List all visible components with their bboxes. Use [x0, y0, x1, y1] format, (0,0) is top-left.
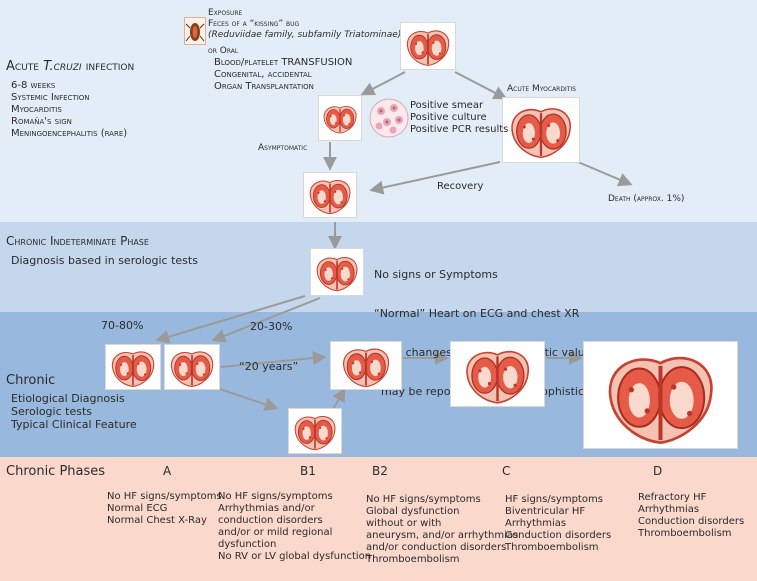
- phase-c-name: C: [502, 464, 511, 478]
- exposure-family: (Reduviidae family, subfamily Triatomina…: [208, 30, 402, 40]
- acute-items: 6-8 weeks Systemic Infection Myocarditis…: [11, 80, 127, 140]
- phase-line: Refractory HF: [638, 492, 707, 503]
- exposure-feces: Feces of a “kissing” bug: [208, 19, 300, 29]
- blood-smear-icon: [369, 98, 409, 138]
- phase-d-name: D: [653, 464, 663, 478]
- acute-title-prefix: Acute: [6, 59, 39, 74]
- exposure-transplant: Organ Transplantation: [214, 81, 314, 92]
- phase-b2-lines: No HF signs/symptoms Global dysfunction …: [366, 494, 518, 566]
- phase-line: HF signs/symptoms: [505, 494, 603, 505]
- twenty-years-label: “20 years”: [239, 360, 299, 373]
- pct-20-30-label: 20-30%: [250, 320, 293, 333]
- phase-line: dysfunction: [218, 539, 277, 550]
- indeterminate-note: “Normal” Heart on ECG and chest XR: [374, 307, 580, 320]
- recovery-label: Recovery: [437, 181, 484, 192]
- acute-title: Acute T.cruzi infection: [6, 59, 134, 74]
- transfusion-prefix: Blood/platelet: [214, 57, 279, 68]
- chronic-title: Chronic: [6, 373, 56, 388]
- indeterminate-band: [0, 222, 757, 312]
- acute-item: 6-8 weeks: [11, 80, 56, 91]
- chronic-item: Etiological Diagnosis: [11, 392, 125, 405]
- heart-phase-c-d-image: [583, 341, 738, 449]
- kissing-bug-icon: [184, 17, 206, 45]
- test-result-item: Positive PCR results: [410, 124, 509, 135]
- phase-line: and/or or mild regional: [218, 527, 333, 538]
- test-result-item: Positive culture: [410, 112, 487, 123]
- phase-line: Conduction disorders: [505, 530, 612, 541]
- heart-indeterminate-image: [310, 248, 364, 296]
- acute-item: Myocarditis: [11, 104, 62, 115]
- heart-phase-a-image: [105, 344, 161, 390]
- phase-line: Arrhythmias and/or: [218, 503, 315, 514]
- phase-line: Thromboembolism: [505, 542, 599, 553]
- chronic-item: Typical Clinical Feature: [11, 418, 137, 431]
- phase-line: Normal Chest X-Ray: [107, 515, 207, 526]
- acute-item: Romaña's sign: [11, 116, 72, 127]
- phases-band: [0, 457, 757, 581]
- exposure-congenital: Congenital, accidental: [214, 69, 312, 80]
- phase-line: conduction disorders: [218, 515, 323, 526]
- pct-70-80-label: 70-80%: [101, 319, 144, 332]
- exposure-label: Exposure: [208, 8, 243, 18]
- asymptomatic-label: Asymptomatic: [258, 143, 308, 153]
- phase-a-name: A: [163, 464, 172, 478]
- transfusion-word: TRANSFUSION: [281, 57, 353, 68]
- phase-b1-lines: No HF signs/symptoms Arrhythmias and/or …: [218, 491, 371, 563]
- phase-line: Conduction disorders: [638, 516, 745, 527]
- exposure-transfusion: Blood/platelet TRANSFUSION: [214, 57, 352, 69]
- test-results: Positive smear Positive culture Positive…: [410, 100, 508, 136]
- heart-phase-b1-image: [330, 341, 402, 390]
- heart-myocarditis-image: [502, 97, 580, 163]
- heart-exposure-image: [400, 22, 456, 70]
- heart-lower-image: [288, 408, 342, 454]
- phase-line: Thromboembolism: [638, 528, 732, 539]
- chronic-phases-title: Chronic Phases: [6, 464, 106, 479]
- phase-line: Normal ECG: [107, 503, 168, 514]
- phase-line: aneurysm, and/or arrhythmias: [366, 530, 519, 541]
- heart-phase-a2-image: [164, 344, 220, 390]
- indeterminate-title: Chronic Indeterminate Phase: [6, 234, 149, 248]
- test-result-item: Positive smear: [410, 100, 484, 111]
- phase-b2-name: B2: [372, 464, 388, 478]
- phase-line: Arrhythmias: [638, 504, 700, 515]
- phase-line: No HF signs/symptoms: [218, 491, 333, 502]
- phase-line: Global dysfunction: [366, 506, 460, 517]
- chronic-items: Etiological Diagnosis Serologic tests Ty…: [11, 392, 137, 431]
- phase-b1-name: B1: [300, 464, 316, 478]
- heart-phase-b2-image: [450, 341, 545, 407]
- exposure-oral: or Oral: [208, 46, 239, 56]
- phase-line: No RV or LV global dysfunction: [218, 551, 372, 562]
- phase-line: Thromboembolism: [366, 554, 460, 565]
- acute-item: Systemic Infection: [11, 92, 90, 103]
- death-label: Death (approx. 1%): [608, 194, 685, 204]
- indeterminate-diagnosis: Diagnosis based in serologic tests: [11, 254, 198, 267]
- indeterminate-note: No signs or Symptoms: [374, 268, 498, 281]
- acute-myocarditis-label: Acute Myocarditis: [507, 84, 576, 94]
- phase-d-lines: Refractory HF Arrhythmias Conduction dis…: [638, 492, 744, 540]
- acute-item: Meningoencephalitis (rare): [11, 128, 128, 139]
- acute-title-italic: T.cruzi: [43, 59, 82, 74]
- heart-asymptomatic-image: [318, 95, 362, 141]
- chronic-item: Serologic tests: [11, 405, 92, 418]
- phase-line: Biventricular HF: [505, 506, 586, 517]
- acute-title-suffix: infection: [85, 59, 135, 74]
- phase-c-lines: HF signs/symptoms Biventricular HF Arrhy…: [505, 494, 611, 554]
- phase-line: without or with: [366, 518, 442, 529]
- phase-line: No HF signs/symptoms: [107, 491, 222, 502]
- phase-line: and/or conduction disorders: [366, 542, 507, 553]
- heart-recovered-image: [303, 172, 357, 218]
- phase-a-lines: No HF signs/symptoms Normal ECG Normal C…: [107, 491, 222, 527]
- phase-line: No HF signs/symptoms: [366, 494, 481, 505]
- phase-line: Arrhythmias: [505, 518, 567, 529]
